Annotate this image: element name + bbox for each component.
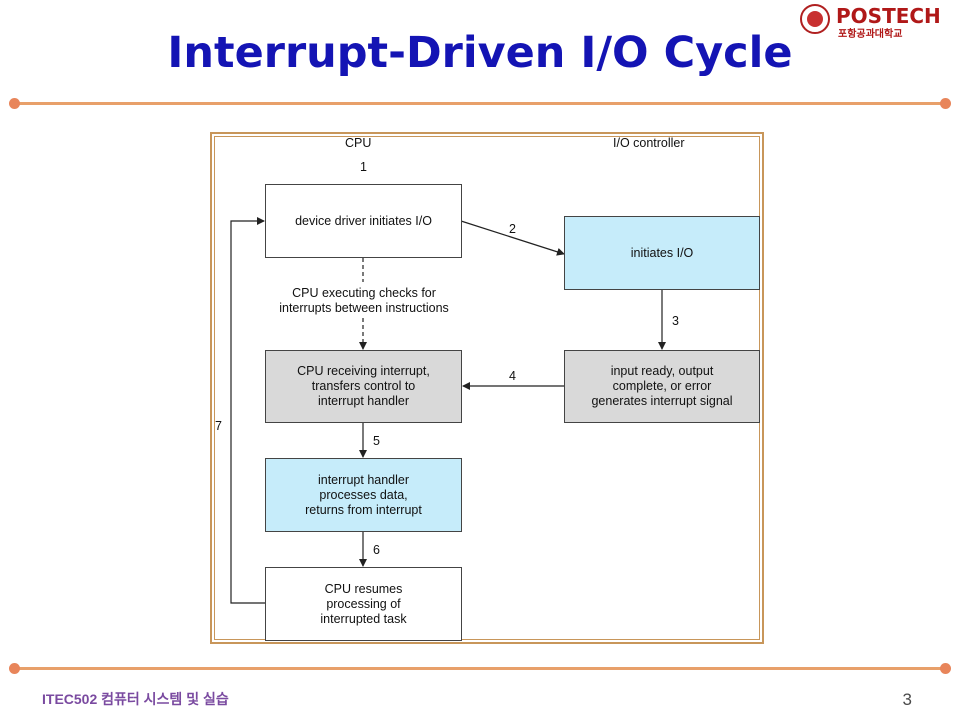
divider-dot-icon: [9, 98, 20, 109]
diagram-connectors: [230, 217, 666, 604]
university-seal-icon: [800, 4, 830, 34]
divider-dot-icon: [9, 663, 20, 674]
box-cpu-receiving-interrupt: CPU receiving interrupt, transfers contr…: [265, 350, 462, 423]
arrow-step-7: [230, 217, 266, 604]
box-controller-initiates-io: initiates I/O: [564, 216, 760, 290]
step-3-label: 3: [672, 314, 679, 328]
step-1-label: 1: [360, 160, 367, 174]
box-interrupt-signal: input ready, output complete, or error g…: [564, 350, 760, 423]
page-number: 3: [902, 690, 912, 709]
course-footer: ITEC502 컴퓨터 시스템 및 실습: [42, 691, 229, 707]
box-interrupt-handler: interrupt handler processes data, return…: [265, 458, 462, 532]
postech-logo: POSTECH 포항공과대학교: [800, 4, 941, 40]
cpu-checking-label: CPU executing checks for interrupts betw…: [279, 286, 449, 315]
bottom-divider: [9, 663, 951, 674]
logo-name: POSTECH: [836, 4, 941, 28]
top-divider: [9, 98, 951, 109]
box-driver-initiates-io: device driver initiates I/O: [265, 184, 462, 258]
box-cpu-resumes: CPU resumes processing of interrupted ta…: [265, 567, 462, 641]
divider-dot-icon: [940, 98, 951, 109]
step-5-label: 5: [373, 434, 380, 448]
step-7-label: 7: [215, 419, 222, 433]
step-4-label: 4: [509, 369, 516, 383]
column-io-controller: I/O controller: [613, 136, 685, 150]
step-2-label: 2: [509, 222, 516, 236]
step-6-label: 6: [373, 543, 380, 557]
divider-dot-icon: [940, 663, 951, 674]
arrow-step-2: [460, 220, 565, 256]
logo-subtitle: 포항공과대학교: [838, 29, 903, 40]
column-cpu: CPU: [345, 136, 372, 150]
slide-title: Interrupt-Driven I/O Cycle: [167, 28, 793, 78]
